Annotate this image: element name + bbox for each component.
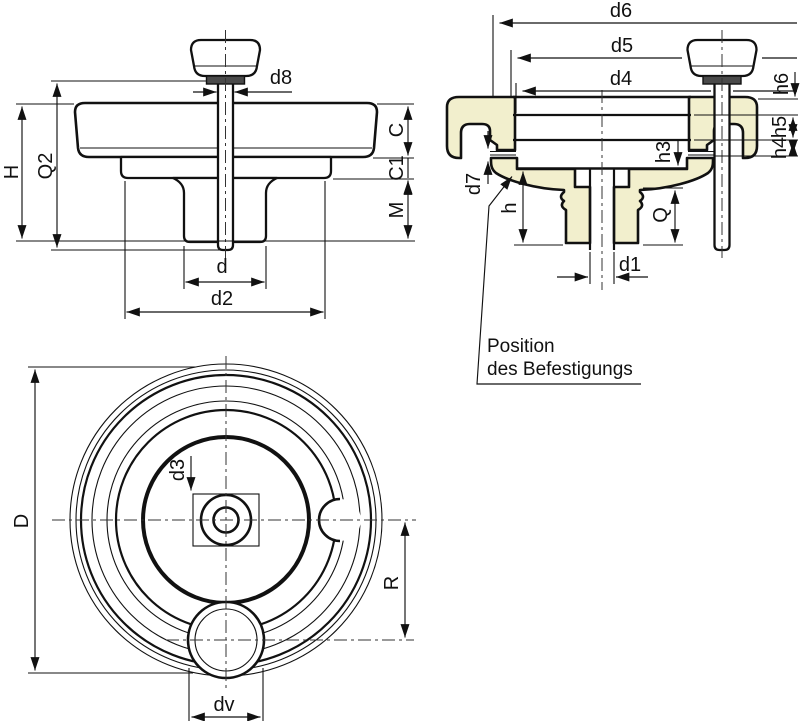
dim-label-d1: d1 [619, 254, 641, 276]
dim-label-d3: d3 [167, 459, 189, 481]
dim-label-H: H [1, 165, 23, 179]
extension-lines [16, 80, 415, 319]
dim-label-C: C [386, 123, 408, 137]
front-view: D d3 R dv [11, 356, 416, 721]
dim-label-d6: d6 [610, 0, 632, 22]
dim-label-d8: d8 [270, 67, 292, 89]
dim-label-Q: Q [650, 207, 672, 223]
section-view: d6 d5 d4 h6 h5 h4 h3 d7 h Q d1 Position … [445, 0, 800, 385]
dim-label-h5: h5 [769, 116, 791, 138]
dim-label-dv: dv [213, 694, 234, 716]
side-view: H Q2 d8 C C1 M d d2 [1, 30, 415, 319]
retaining-slit-lines [490, 150, 714, 160]
extension-lines [492, 15, 798, 284]
dim-label-R: R [381, 576, 403, 590]
dim-label-d5: d5 [611, 35, 633, 57]
hub-section-left [489, 156, 592, 245]
dim-label-h: h [499, 202, 521, 213]
hub-section-right [612, 156, 715, 245]
dim-label-D: D [11, 514, 33, 528]
dim-label-d4: d4 [610, 68, 632, 90]
front-view-dimensions: D d3 R dv [11, 366, 410, 721]
note-line2: des Befestigungs [487, 359, 633, 380]
dim-label-Q2: Q2 [35, 153, 57, 180]
section-dimensions: d6 d5 d4 h6 h5 h4 h3 d7 h Q d1 Position … [463, 0, 800, 385]
dim-label-h6: h6 [771, 73, 793, 95]
dim-label-h3: h3 [653, 141, 675, 163]
dim-label-C1: C1 [386, 155, 408, 181]
handle-shaft [216, 78, 235, 252]
dim-label-h4: h4 [769, 137, 791, 159]
dim-label-d7: d7 [463, 173, 485, 195]
dim-label-M: M [386, 202, 408, 219]
note-leader-line [476, 176, 641, 385]
dim-label-d2: d2 [211, 288, 233, 310]
side-view-dimensions: H Q2 d8 C C1 M d d2 [1, 67, 415, 319]
extension-lines [28, 366, 264, 721]
note-line1: Position [487, 336, 555, 357]
dim-label-d: d [216, 256, 227, 278]
rim-section-left [445, 95, 517, 160]
